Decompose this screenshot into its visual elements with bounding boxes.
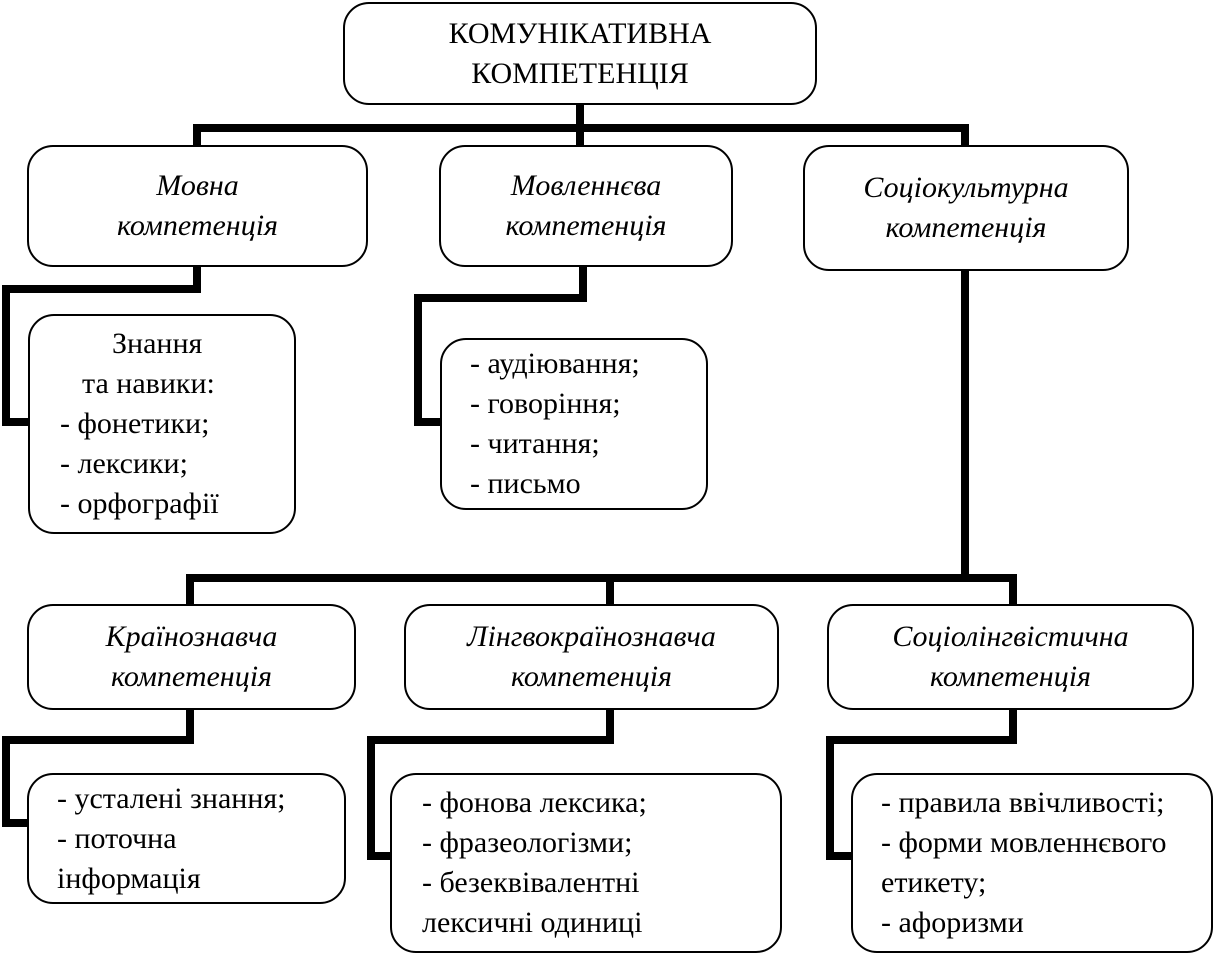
details-line: - афоризми [881,906,1024,939]
details-krainoznavcha: - усталені знання; - поточна інформація [27,773,346,904]
details-movna: Знання та навики: - фонетики; - лексики;… [28,314,296,534]
details-line: - правила ввічливості; [881,786,1165,819]
details-line: - аудіювання; [470,347,640,380]
node-line: компетенція [885,211,1047,244]
details-line: - лексики; [60,447,188,480]
details-line: - читання; [470,427,600,460]
node-line: компетенція [111,660,272,693]
node-movlennieva-kompetentsiia: Мовленнєва компетенція [439,145,733,267]
node-line: компетенція [930,660,1091,693]
node-sociokulturna-kompetentsiia: Соціокультурна компетенція [803,145,1129,271]
node-line: компетенція [511,660,672,693]
details-line: - говоріння; [470,387,621,420]
node-movna-kompetentsiia: Мовна компетенція [27,145,368,267]
node-line: Лінгвокраїнознавча [467,620,716,653]
node-line: Соціокультурна [863,171,1069,204]
connector-krainoznavcha-details [2,703,194,827]
node-krainoznavcha-kompetentsiia: Країнознавча компетенція [27,604,356,710]
details-line: Знання [112,327,203,360]
connector-lingvokrainoznavcha-details [367,703,614,860]
details-line: - письмо [470,467,581,500]
details-line: - поточна [57,821,177,855]
node-line: Мовленнєва [510,169,662,202]
details-line: - фразеологізми; [422,826,633,859]
node-line: компетенція [505,209,667,242]
node-line: Мовна [156,169,239,202]
node-line: Соціолінгвістична [892,620,1129,653]
connector-movna-details [2,261,201,426]
root-line-1: КОМУНІКАТИВНА [448,16,712,50]
details-sociolingvistychna: - правила ввічливості; - форми мовленнєв… [851,773,1213,953]
details-line: етикету; [881,866,987,899]
details-line: лексичні одиниці [422,906,643,939]
details-line: - форми мовленнєвого [881,826,1167,859]
details-line: - безеквівалентні [422,866,640,899]
details-line: - фонетики; [60,407,210,440]
node-line: Країнознавча [105,620,278,653]
details-movlennieva: - аудіювання; - говоріння; - читання; - … [440,338,708,510]
node-lingvokrainoznavcha-kompetentsiia: Лінгвокраїнознавча компетенція [404,604,779,710]
node-sociolingvistychna-kompetentsiia: Соціолінгвістична компетенція [827,604,1194,710]
node-line: компетенція [117,209,278,242]
details-lingvokrainoznavcha: - фонова лексика; - фразеологізми; - без… [390,773,782,953]
connector-sociolingvistychna-details [826,703,1017,860]
details-line: - орфографії [60,487,219,520]
details-line: - фонова лексика; [422,786,647,819]
connector-movlennieva-details [414,261,587,426]
details-line: інформація [57,861,201,895]
details-line: - усталені знання; [57,781,286,815]
root-line-2: КОМПЕТЕНЦІЯ [471,56,689,90]
details-line: та навики: [82,367,215,400]
root-node: КОМУНІКАТИВНА КОМПЕТЕНЦІЯ [343,2,817,105]
